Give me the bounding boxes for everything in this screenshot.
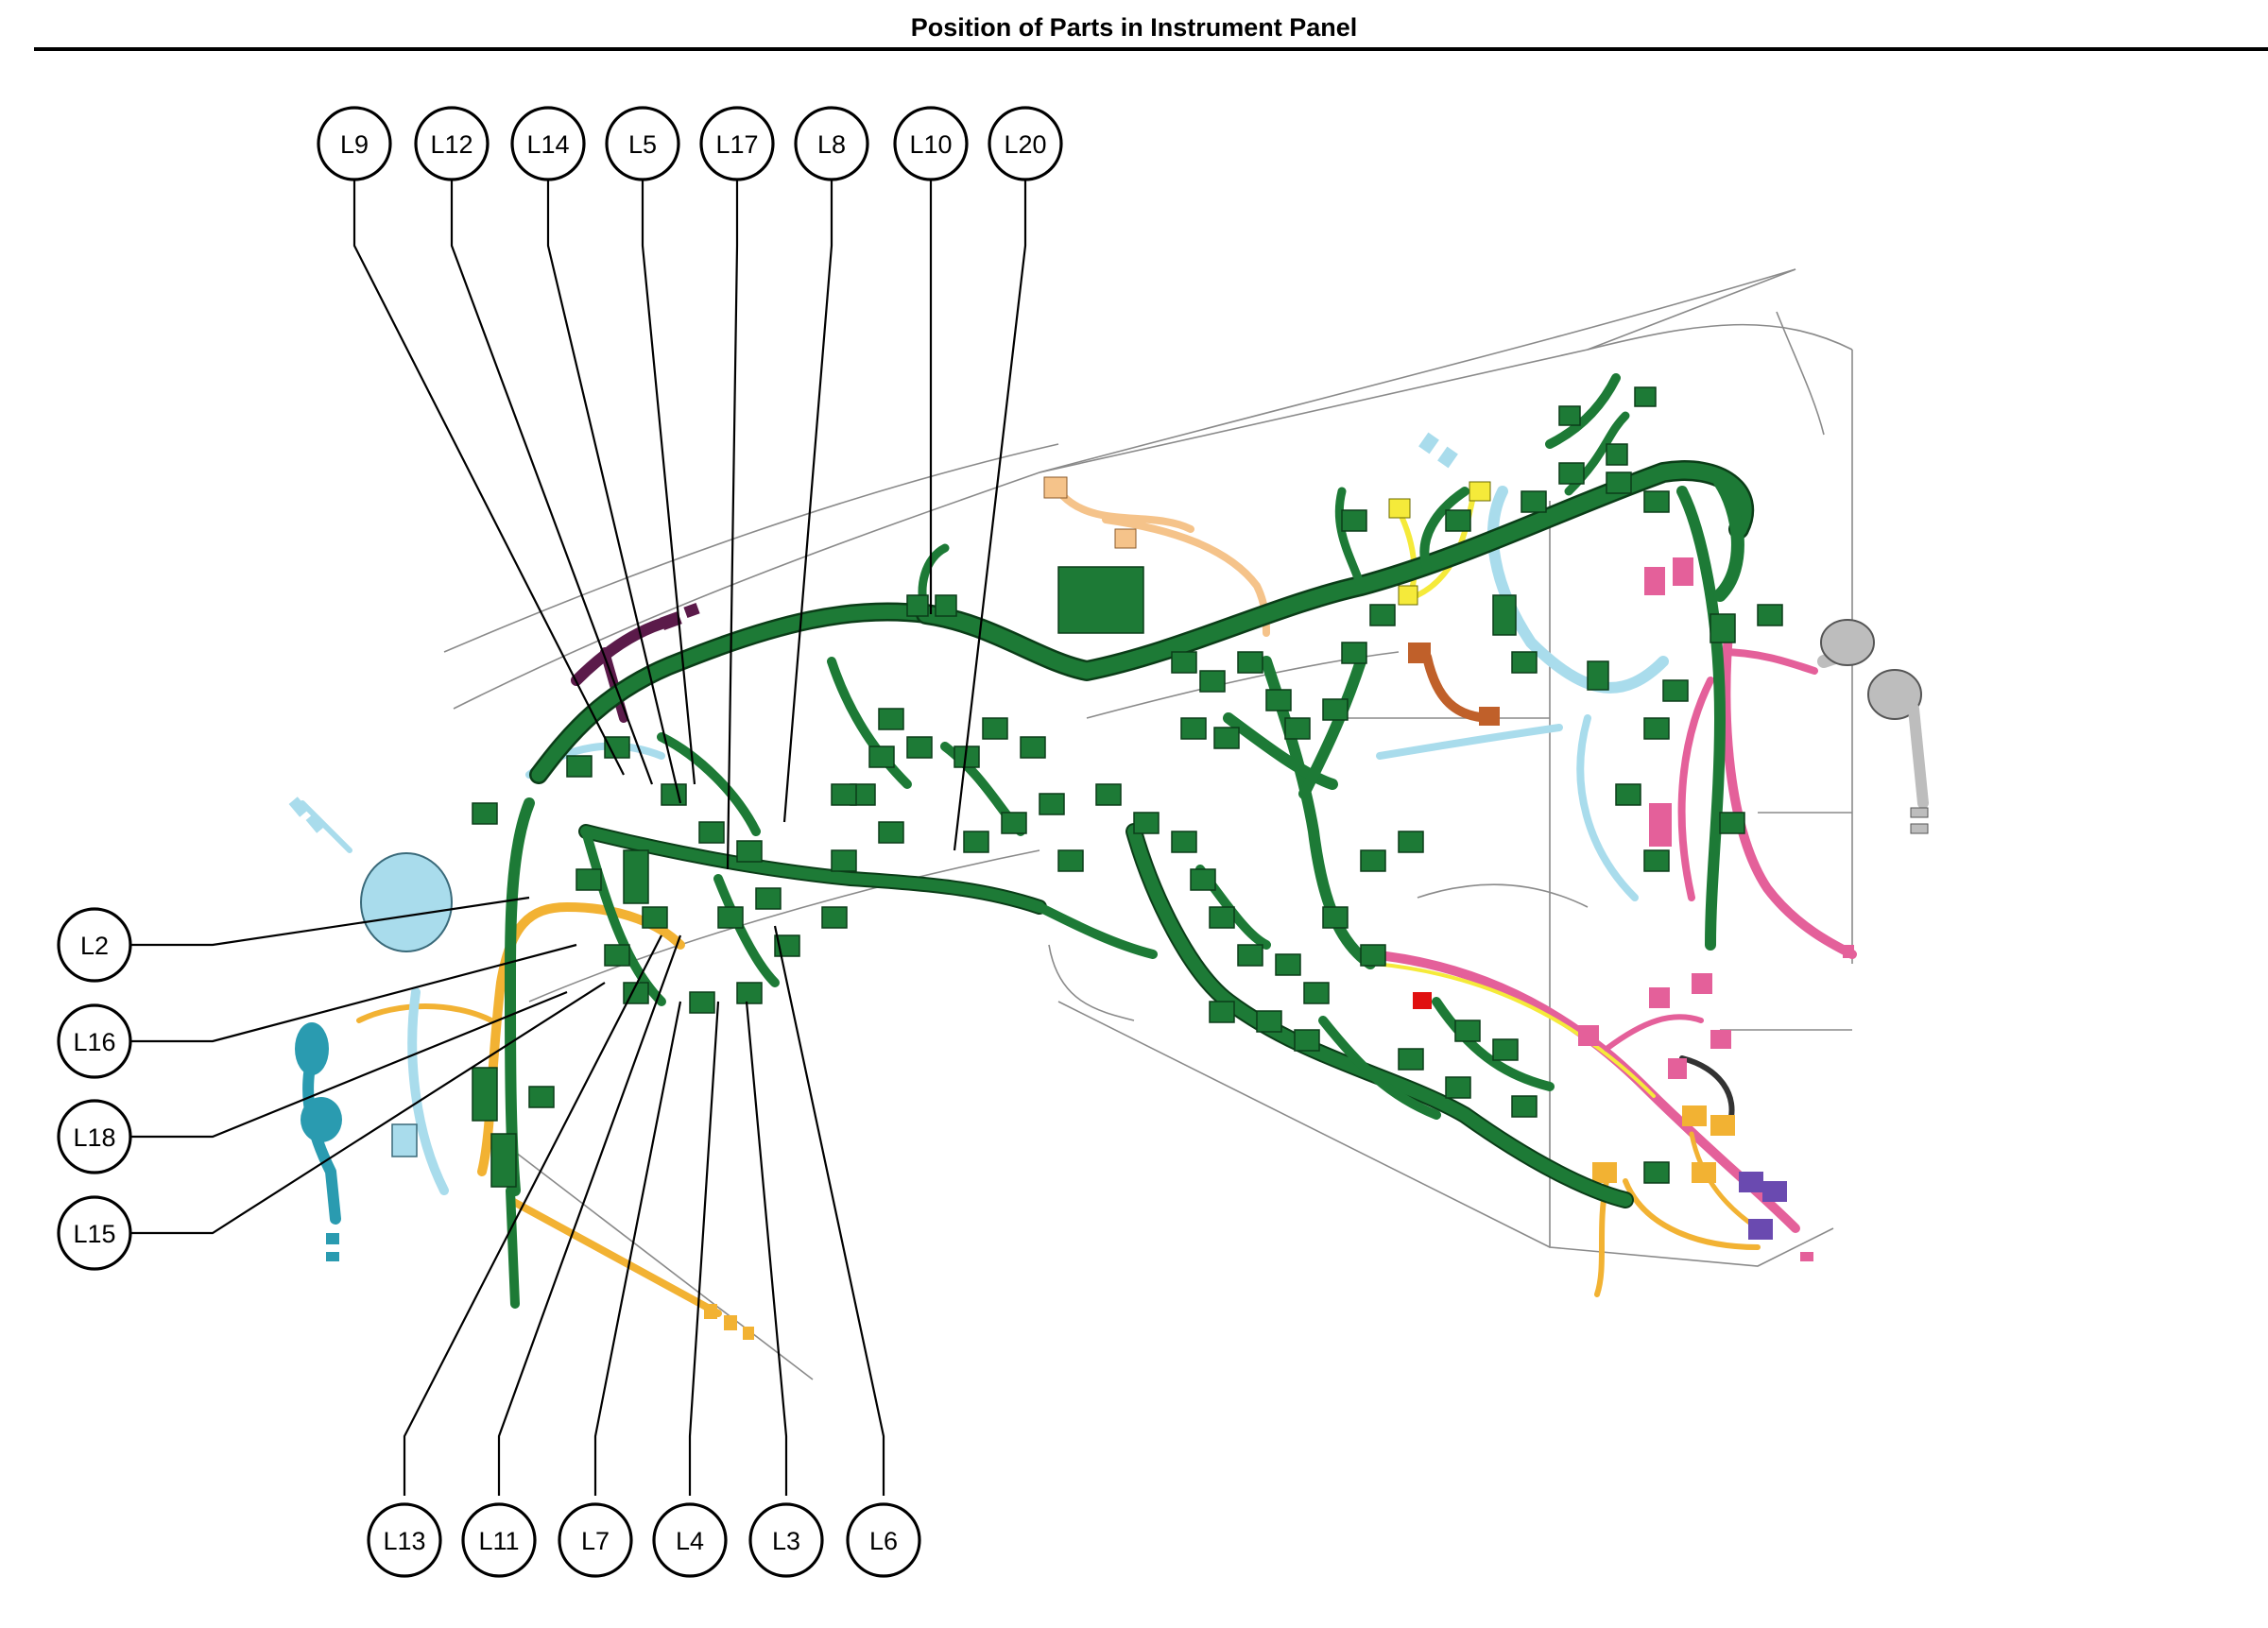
- svg-text:L16: L16: [73, 1028, 115, 1056]
- leader-L20: [953, 180, 1027, 851]
- callout-L3: L3: [748, 1502, 824, 1578]
- leader-L11: [497, 934, 682, 1496]
- callout-L2: L2: [57, 907, 132, 983]
- right-side-harness: [1376, 432, 1929, 959]
- leader-L8: [782, 180, 833, 823]
- leader-L17: [726, 180, 739, 870]
- leader-L13: [403, 934, 662, 1496]
- callout-L12: L12: [414, 106, 490, 181]
- main-wire-harness: [472, 373, 1783, 1309]
- leader-L12: [450, 180, 654, 785]
- leader-L5: [641, 180, 696, 785]
- light-blue-harness-left: [288, 742, 665, 1195]
- svg-text:L10: L10: [909, 130, 952, 159]
- leader-L9: [352, 180, 625, 776]
- leader-L6: [773, 925, 885, 1496]
- dashboard-outline: [443, 268, 1853, 1380]
- callout-L14: L14: [510, 106, 586, 181]
- callout-L6: L6: [846, 1502, 921, 1578]
- callout-labels: L9 L12 L14 L5 L17 L8 L10 L20 L2 L16 L18 …: [57, 106, 1063, 1578]
- leader-L14: [546, 180, 682, 804]
- teal-connector-assembly: [295, 1022, 342, 1261]
- svg-text:L20: L20: [1004, 130, 1046, 159]
- callout-L20: L20: [988, 106, 1063, 181]
- callout-L11: L11: [461, 1502, 537, 1578]
- callout-L17: L17: [699, 106, 775, 181]
- callout-L18: L18: [57, 1099, 132, 1174]
- callout-L4: L4: [652, 1502, 728, 1578]
- callout-L13: L13: [367, 1502, 442, 1578]
- lower-right-harness: [1366, 950, 1813, 1297]
- callout-L10: L10: [893, 106, 969, 181]
- leader-L16: [129, 943, 577, 1043]
- page-title: Position of Parts in Instrument Panel: [910, 13, 1358, 42]
- callout-L8: L8: [794, 106, 869, 181]
- callout-L9: L9: [317, 106, 392, 181]
- svg-text:L7: L7: [581, 1527, 610, 1555]
- svg-text:L15: L15: [73, 1220, 115, 1248]
- svg-text:L9: L9: [340, 130, 369, 159]
- callout-L16: L16: [57, 1003, 132, 1079]
- svg-text:L13: L13: [383, 1527, 425, 1555]
- svg-text:L18: L18: [73, 1123, 115, 1152]
- leader-L18: [129, 990, 568, 1139]
- callout-L7: L7: [558, 1502, 633, 1578]
- svg-text:L5: L5: [628, 130, 657, 159]
- callout-L15: L15: [57, 1195, 132, 1271]
- callout-L5: L5: [605, 106, 680, 181]
- svg-text:L11: L11: [478, 1527, 519, 1555]
- svg-text:L6: L6: [869, 1527, 898, 1555]
- leader-L15: [129, 982, 606, 1235]
- title-divider: [34, 47, 2268, 51]
- svg-text:L4: L4: [676, 1527, 704, 1555]
- leader-L2: [129, 896, 530, 947]
- svg-text:L14: L14: [526, 130, 569, 159]
- leader-L4: [688, 1001, 720, 1496]
- leader-L3: [745, 1001, 788, 1496]
- leader-lines: [129, 180, 1027, 1496]
- svg-text:L2: L2: [80, 932, 109, 960]
- leader-L7: [593, 1001, 682, 1496]
- svg-text:L8: L8: [817, 130, 846, 159]
- svg-text:L17: L17: [715, 130, 758, 159]
- svg-text:L3: L3: [772, 1527, 800, 1555]
- svg-text:L12: L12: [430, 130, 472, 159]
